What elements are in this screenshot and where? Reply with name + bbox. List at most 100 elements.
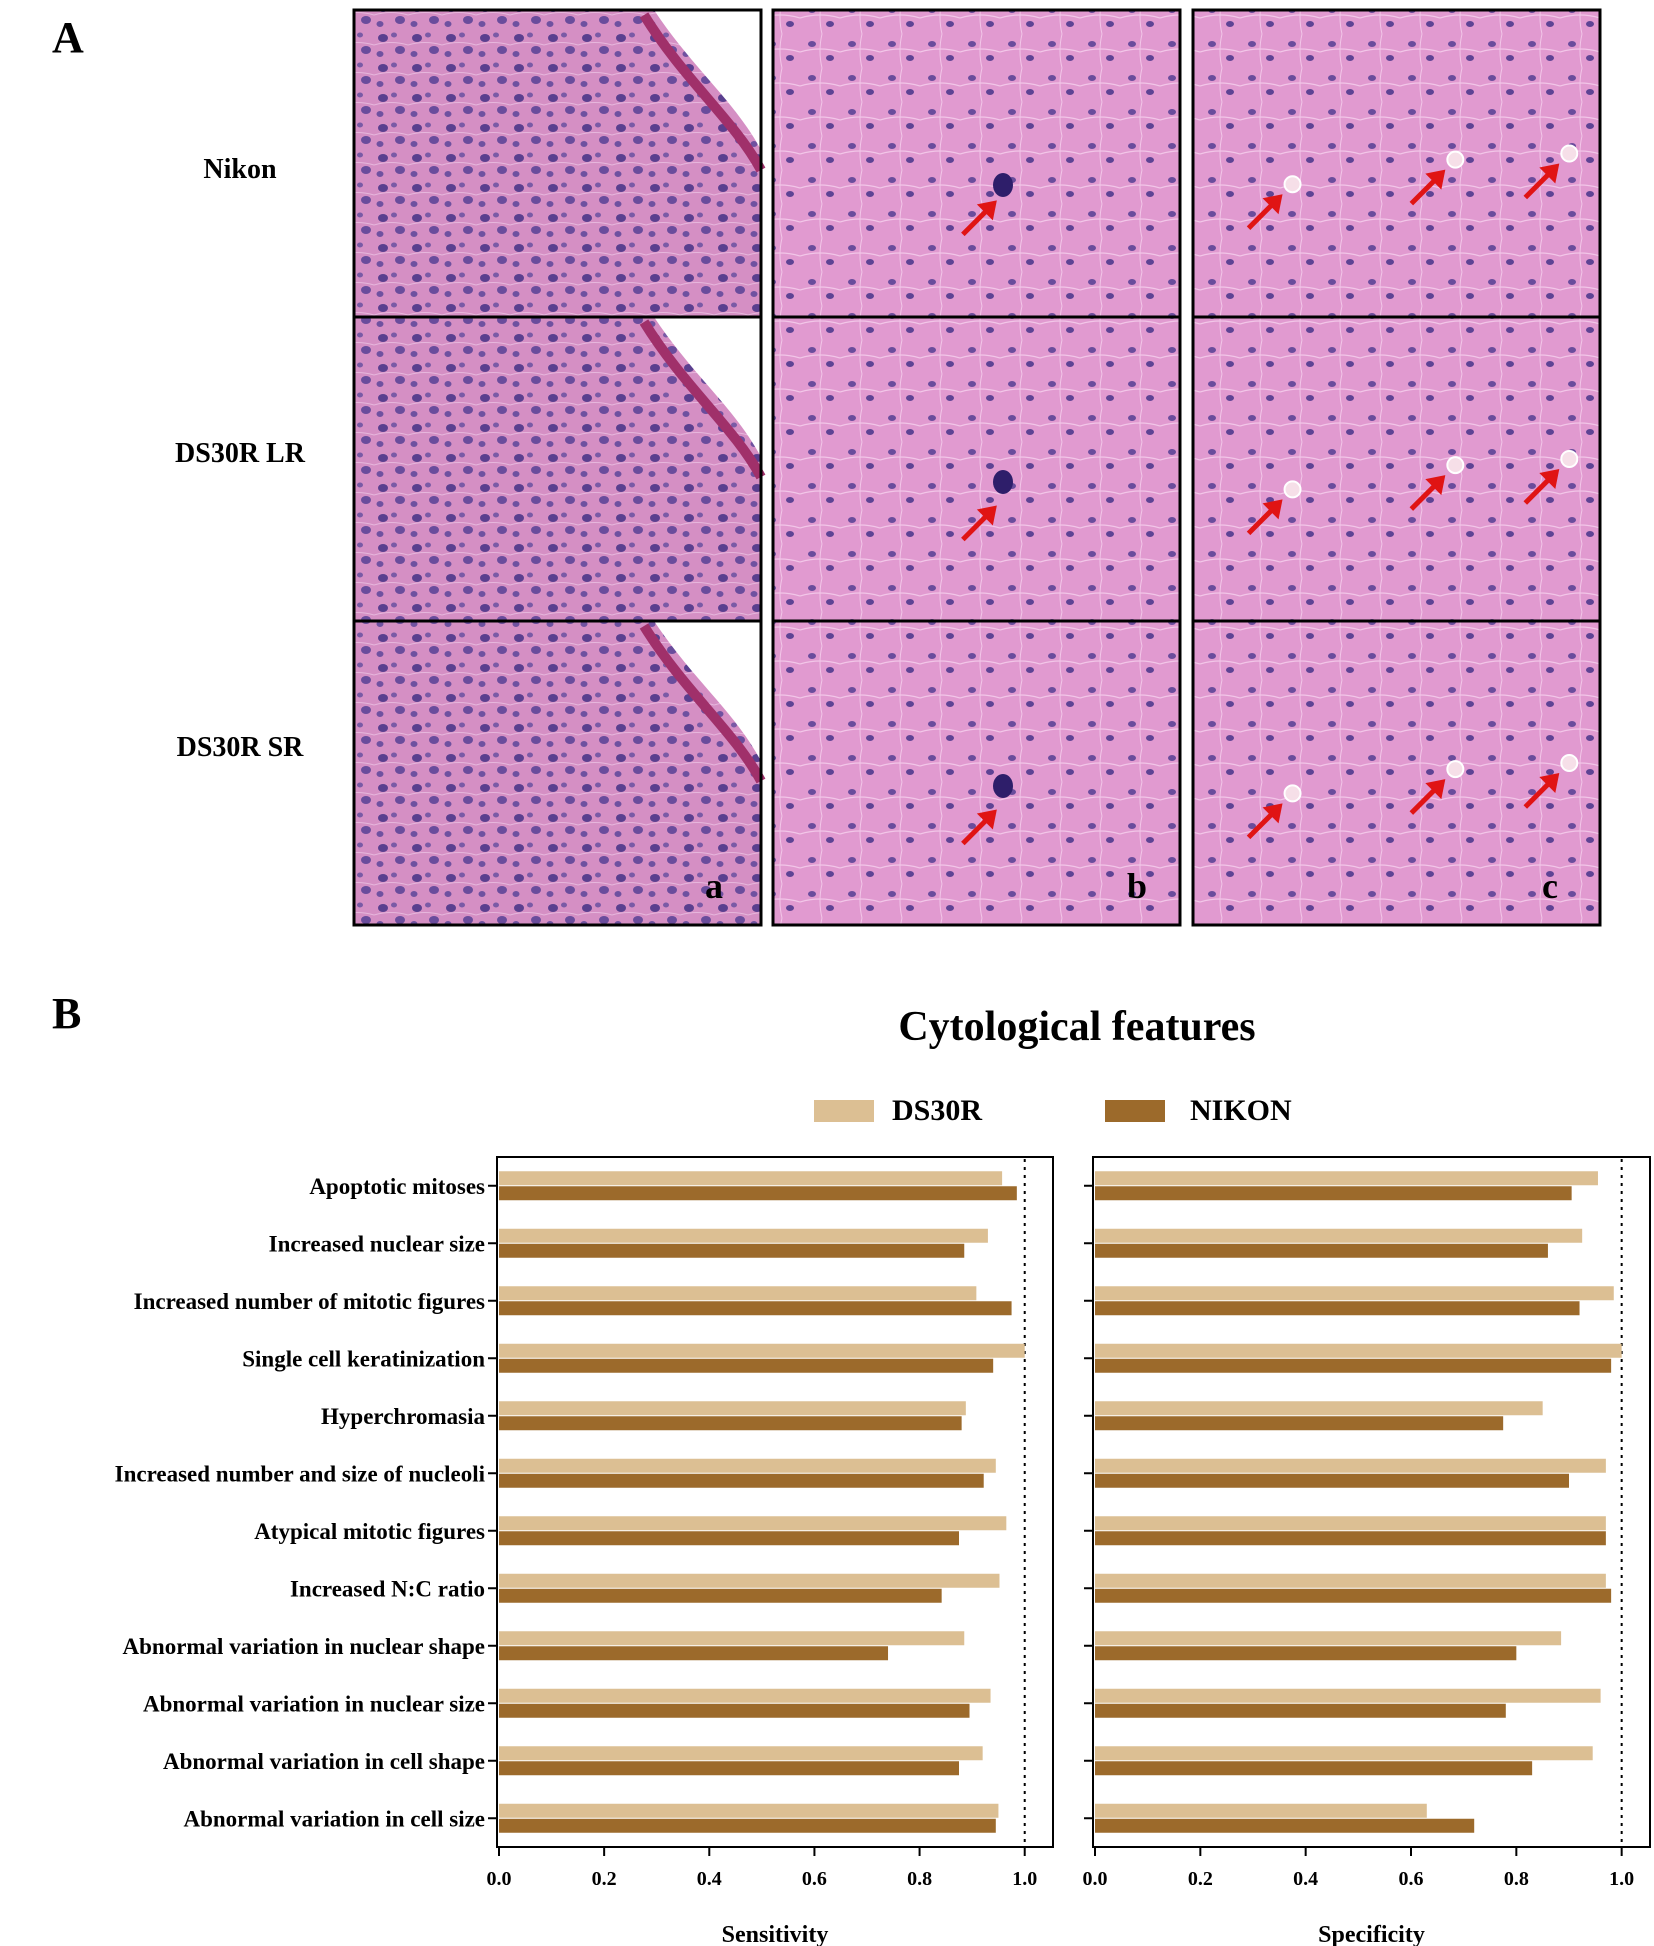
- bar-ds30r-specificity: [1095, 1516, 1606, 1531]
- category-label: Abnormal variation in nuclear shape: [123, 1634, 486, 1659]
- red-arrow-icon: [1409, 779, 1446, 815]
- legend-label-ds30r: DS30R: [892, 1094, 982, 1127]
- x-tick-label: 0.4: [1293, 1868, 1318, 1890]
- bar-ds30r-sensitivity: [499, 1171, 1003, 1186]
- micrograph-ds30r-sr-b: [771, 619, 1182, 927]
- bar-ds30r-specificity: [1095, 1803, 1427, 1818]
- category-label: Single cell keratinization: [242, 1346, 485, 1371]
- red-arrow-icon: [961, 809, 997, 846]
- bar-ds30r-specificity: [1095, 1401, 1543, 1416]
- red-arrow-icon: [961, 505, 997, 542]
- bar-nikon-specificity: [1095, 1301, 1580, 1316]
- micrograph-ds30r-lr-c: [1191, 315, 1602, 623]
- bar-ds30r-specificity: [1095, 1746, 1593, 1761]
- category-label: Atypical mitotic figures: [254, 1519, 485, 1544]
- bar-chart-panel: B Cytological features DS30R NIKON Apopt…: [52, 989, 1651, 1946]
- bar-ds30r-specificity: [1095, 1286, 1614, 1301]
- bar-nikon-sensitivity: [499, 1243, 965, 1258]
- panel-a-letter: A: [52, 13, 84, 62]
- x-tick-label: 1.0: [1012, 1868, 1037, 1890]
- bar-nikon-sensitivity: [499, 1818, 996, 1833]
- x-tick-label: 0.2: [1188, 1868, 1213, 1890]
- bar-nikon-specificity: [1095, 1473, 1569, 1488]
- bar-ds30r-specificity: [1095, 1343, 1622, 1358]
- bar-ds30r-sensitivity: [499, 1631, 965, 1646]
- category-label: Increased number and size of nucleoli: [115, 1461, 486, 1486]
- panel-b-letter: B: [52, 989, 81, 1038]
- x-tick-label: 1.0: [1609, 1868, 1634, 1890]
- x-tick-label: 0.4: [697, 1868, 722, 1890]
- bar-nikon-sensitivity: [499, 1186, 1017, 1201]
- category-label: Hyperchromasia: [321, 1404, 485, 1429]
- red-arrow-icon: [1246, 194, 1283, 230]
- micrograph-ds30r-lr-b: [771, 315, 1182, 623]
- category-label: Increased number of mitotic figures: [134, 1289, 485, 1314]
- x-tick-label: 0.8: [907, 1868, 932, 1890]
- bar-nikon-specificity: [1095, 1186, 1572, 1201]
- bar-nikon-specificity: [1095, 1243, 1548, 1258]
- red-arrow-icon: [1246, 499, 1283, 536]
- bar-ds30r-sensitivity: [499, 1286, 977, 1301]
- micrograph-ds30r-sr-a: [352, 619, 766, 927]
- bar-ds30r-sensitivity: [499, 1573, 1000, 1588]
- column-letter-b: b: [1127, 866, 1147, 906]
- bar-nikon-specificity: [1095, 1818, 1475, 1833]
- micrograph-ds30r-sr-c: [1191, 619, 1602, 927]
- x-axis-label-sensitivity: Sensitivity: [722, 1922, 829, 1946]
- bar-ds30r-specificity: [1095, 1688, 1601, 1703]
- bar-nikon-sensitivity: [499, 1646, 889, 1661]
- chart-title: Cytological features: [898, 1004, 1255, 1050]
- plot-frame: [1092, 1156, 1651, 1848]
- x-tick-label: 0.2: [592, 1868, 617, 1890]
- bar-nikon-sensitivity: [499, 1301, 1012, 1316]
- red-arrow-icon: [1523, 469, 1560, 505]
- red-arrow-icon: [1246, 803, 1283, 840]
- category-label: Increased N:C ratio: [290, 1576, 485, 1601]
- bar-ds30r-specificity: [1095, 1171, 1598, 1186]
- category-label: Increased nuclear size: [269, 1231, 485, 1256]
- x-tick-label: 0.6: [802, 1868, 827, 1890]
- plot-frame: [496, 1156, 1054, 1848]
- red-arrow-icon: [1409, 169, 1446, 206]
- micrograph-ds30r-lr-a: [352, 315, 766, 623]
- x-tick-label: 0.0: [487, 1868, 512, 1890]
- micrograph-panel: A Nikon DS30R LR DS30R SR a b c: [52, 8, 1602, 927]
- bar-ds30r-specificity: [1095, 1458, 1606, 1473]
- bar-nikon-specificity: [1095, 1531, 1606, 1546]
- bar-ds30r-sensitivity: [499, 1228, 988, 1243]
- x-tick-label: 0.0: [1083, 1868, 1108, 1890]
- bar-nikon-specificity: [1095, 1646, 1517, 1661]
- category-label: Apoptotic mitoses: [309, 1174, 485, 1199]
- bar-nikon-specificity: [1095, 1416, 1504, 1431]
- bar-ds30r-specificity: [1095, 1573, 1606, 1588]
- column-letter-a: a: [705, 866, 723, 906]
- bar-ds30r-sensitivity: [499, 1458, 996, 1473]
- bar-nikon-sensitivity: [499, 1358, 994, 1373]
- bar-nikon-sensitivity: [499, 1416, 962, 1431]
- category-label: Abnormal variation in cell size: [183, 1806, 485, 1831]
- row-label-ds30r-lr: DS30R LR: [175, 438, 306, 469]
- x-tick-label: 0.6: [1399, 1868, 1424, 1890]
- bar-nikon-sensitivity: [499, 1531, 959, 1546]
- bar-ds30r-sensitivity: [499, 1688, 991, 1703]
- bar-nikon-specificity: [1095, 1358, 1612, 1373]
- bar-ds30r-sensitivity: [499, 1343, 1025, 1358]
- bar-nikon-specificity: [1095, 1703, 1506, 1718]
- legend-swatch-ds30r: [814, 1100, 874, 1122]
- bar-ds30r-sensitivity: [499, 1516, 1007, 1531]
- category-label: Abnormal variation in nuclear size: [143, 1691, 485, 1716]
- legend-swatch-nikon: [1105, 1100, 1165, 1122]
- category-label: Abnormal variation in cell shape: [163, 1749, 485, 1774]
- bar-nikon-specificity: [1095, 1588, 1612, 1603]
- micrograph-nikon-b: [771, 8, 1182, 319]
- row-label-ds30r-sr: DS30R SR: [177, 732, 305, 763]
- bar-ds30r-sensitivity: [499, 1803, 999, 1818]
- micrograph-nikon-c: [1191, 8, 1602, 319]
- bar-ds30r-specificity: [1095, 1228, 1583, 1243]
- bar-ds30r-specificity: [1095, 1631, 1562, 1646]
- bar-nikon-specificity: [1095, 1761, 1533, 1776]
- red-arrow-icon: [1409, 475, 1446, 511]
- red-arrow-icon: [961, 200, 997, 237]
